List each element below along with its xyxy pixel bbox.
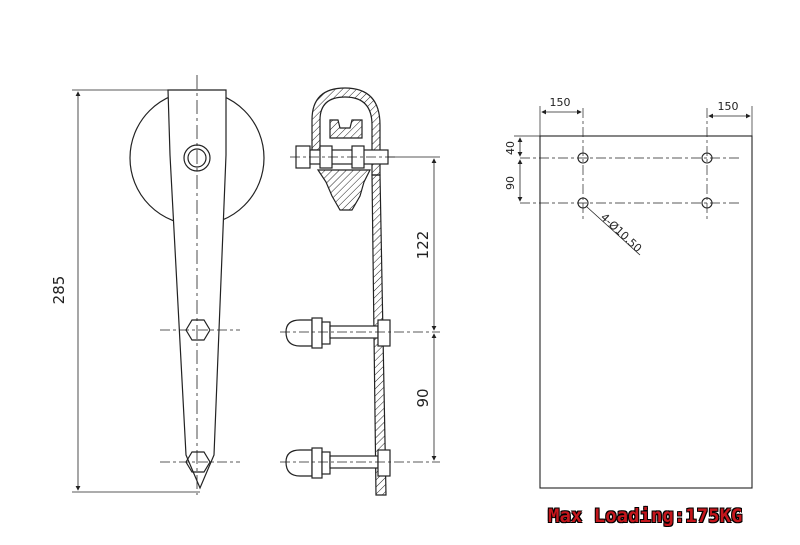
dim-90-plate: 90 (504, 176, 517, 190)
door-bolt-lower-nut (377, 449, 391, 477)
dim-150-left: 150 (550, 96, 571, 109)
door-bolt-lower-cap (285, 449, 313, 477)
max-loading-caption: Max Loading:175KG (540, 502, 751, 530)
axle-inner (187, 148, 207, 168)
plate-view (514, 106, 753, 489)
dim-90-side: 90 (414, 388, 432, 407)
wheel-section-bottom (316, 169, 371, 211)
door-bolt-upper-cap (285, 319, 313, 347)
front-nut-lower (185, 451, 211, 473)
plate-outline (539, 135, 753, 489)
front-nut-upper (185, 319, 211, 341)
hole-leader (586, 206, 641, 256)
front-view (72, 75, 265, 495)
door-bolt-upper-nut (377, 319, 391, 347)
dim-122: 122 (414, 231, 432, 260)
dim-150-right: 150 (718, 100, 739, 113)
dim-285: 285 (50, 276, 68, 305)
dim-40: 40 (504, 141, 517, 155)
wheel-section-top (329, 119, 363, 139)
side-view (280, 87, 440, 496)
